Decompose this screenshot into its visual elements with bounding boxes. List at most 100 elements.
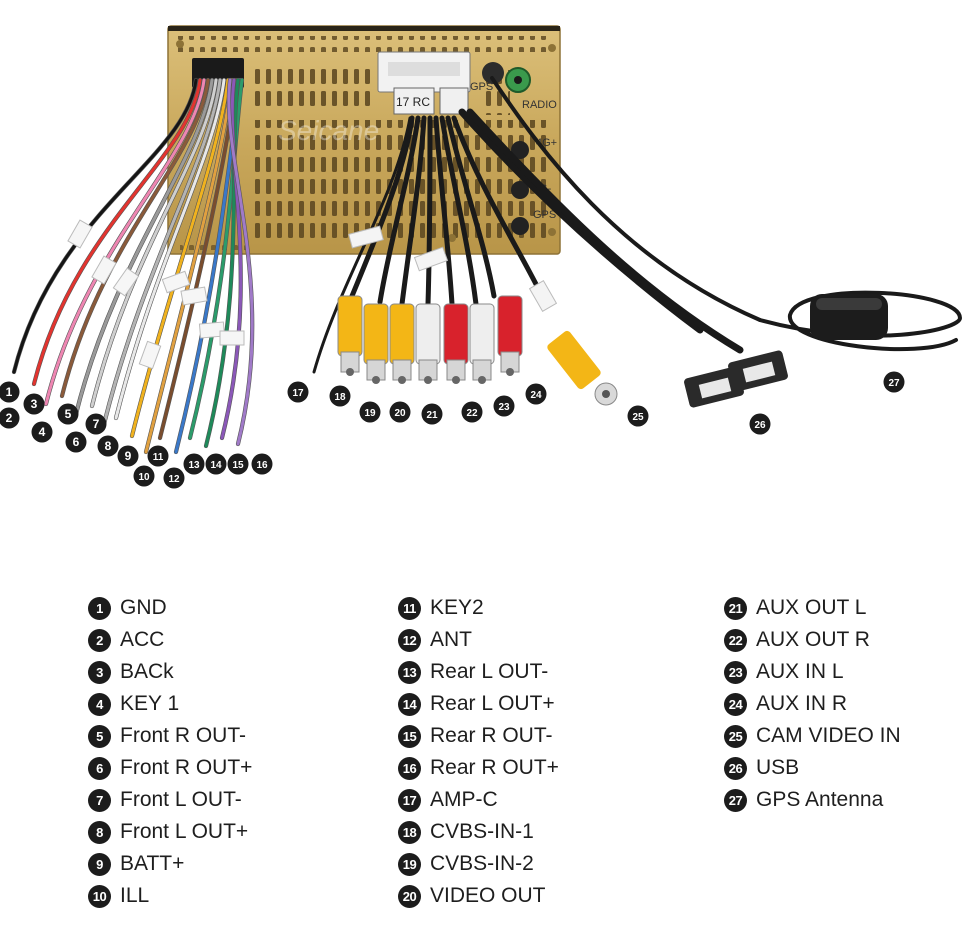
callout-circle <box>421 403 443 425</box>
port-label-gps: GPS <box>470 81 493 93</box>
callout-circle <box>251 453 273 475</box>
callout-circle <box>23 393 45 415</box>
wire-9 <box>130 78 230 438</box>
legend-label: AUX IN L <box>756 660 844 683</box>
callout-22: 22 <box>461 401 483 423</box>
legend-number-badge: 16 <box>398 756 421 780</box>
callout-number: 20 <box>394 408 406 419</box>
legend-label: ACC <box>120 628 165 651</box>
legend-item-8: 8 Front L OUT+ <box>88 816 252 848</box>
legend-number-badge: 6 <box>88 756 111 780</box>
legend-number-badge: 18 <box>398 820 421 844</box>
legend-label: GPS Antenna <box>756 788 884 811</box>
legend-number-badge: 2 <box>88 628 111 652</box>
callout-23: 23 <box>493 395 515 417</box>
callout-circle <box>227 453 249 475</box>
callout-circle <box>147 445 169 467</box>
gps-bottom-port <box>511 217 529 235</box>
4g-minus-port <box>511 181 529 199</box>
legend-number-badge: 25 <box>724 724 747 748</box>
callout-number: 22 <box>466 408 478 419</box>
callout-number: 3 <box>31 397 38 411</box>
legend-number-badge: 14 <box>398 692 421 716</box>
rca-plug-pin <box>506 368 514 376</box>
legend-label: AMP-C <box>430 788 498 811</box>
port-label-gps-bottom: GPS <box>533 209 556 221</box>
cable-tags <box>348 225 558 312</box>
legend-label: USB <box>756 756 800 779</box>
4g-plus-port <box>511 141 529 159</box>
callout-11: 11 <box>147 445 169 467</box>
callout-number: 8 <box>105 439 112 453</box>
legend-number-badge: 10 <box>88 884 111 908</box>
legend-label: Front L OUT+ <box>120 820 249 843</box>
legend-label: CAM VIDEO IN <box>756 724 901 747</box>
head-unit-chassis: GPS RADIO 4G+ 4G- GPS 17 RC Seicane <box>167 25 561 255</box>
callout-2: 2 <box>0 407 20 429</box>
legend-number-badge: 15 <box>398 724 421 748</box>
rca-plug-1 <box>337 295 363 357</box>
callout-12: 12 <box>163 467 185 489</box>
gps-port <box>482 62 504 84</box>
wire-10 <box>144 78 234 454</box>
callout-circle <box>287 381 309 403</box>
legend-number-badge: 27 <box>724 788 747 812</box>
legend-number-badge: 11 <box>398 596 421 620</box>
callout-circle <box>493 395 515 417</box>
callout-number: 5 <box>65 407 72 421</box>
callout-number: 7 <box>93 417 100 431</box>
callout-circle <box>183 453 205 475</box>
callout-1: 1 <box>0 381 20 403</box>
gps-antenna-puck <box>810 294 888 340</box>
legend-item-18: 18 CVBS-IN-1 <box>398 816 559 848</box>
callout-number: 15 <box>232 460 244 471</box>
callout-circle <box>525 383 547 405</box>
callout-number: 4 <box>39 425 46 439</box>
legend-label: CVBS-IN-1 <box>430 820 534 843</box>
wire-tag <box>112 267 140 297</box>
callout-circle <box>97 435 119 457</box>
callout-circle <box>163 467 185 489</box>
callout-number: 25 <box>632 412 644 423</box>
wire-5 <box>74 78 214 416</box>
callout-21: 21 <box>421 403 443 425</box>
rca-plug-block <box>393 87 435 115</box>
legend-number-badge: 23 <box>724 660 747 684</box>
legend-number-badge: 1 <box>88 596 111 620</box>
callout-number: 17 <box>292 388 304 399</box>
callout-number: 23 <box>498 402 510 413</box>
rca-plug-6 <box>469 303 495 365</box>
usb-connectors <box>684 350 788 408</box>
callout-circle <box>389 401 411 423</box>
legend-label: ANT <box>430 628 472 651</box>
callout-circle <box>57 403 79 425</box>
legend-label: AUX IN R <box>756 692 848 715</box>
legend-number-badge: 8 <box>88 820 111 844</box>
callout-circle <box>133 465 155 487</box>
callout-circle <box>329 385 351 407</box>
callout-13: 13 <box>183 453 205 475</box>
callout-circle <box>0 381 20 403</box>
callout-19: 19 <box>359 401 381 423</box>
port-label-radio: RADIO <box>522 99 557 111</box>
legend-number-badge: 21 <box>724 596 747 620</box>
legend-number-badge: 20 <box>398 884 421 908</box>
rca-plug-pin <box>346 368 354 376</box>
legend-label: KEY 1 <box>120 692 180 715</box>
wire-tag <box>219 330 245 346</box>
callout-27: 27 <box>883 371 905 393</box>
legend-number-badge: 12 <box>398 628 421 652</box>
